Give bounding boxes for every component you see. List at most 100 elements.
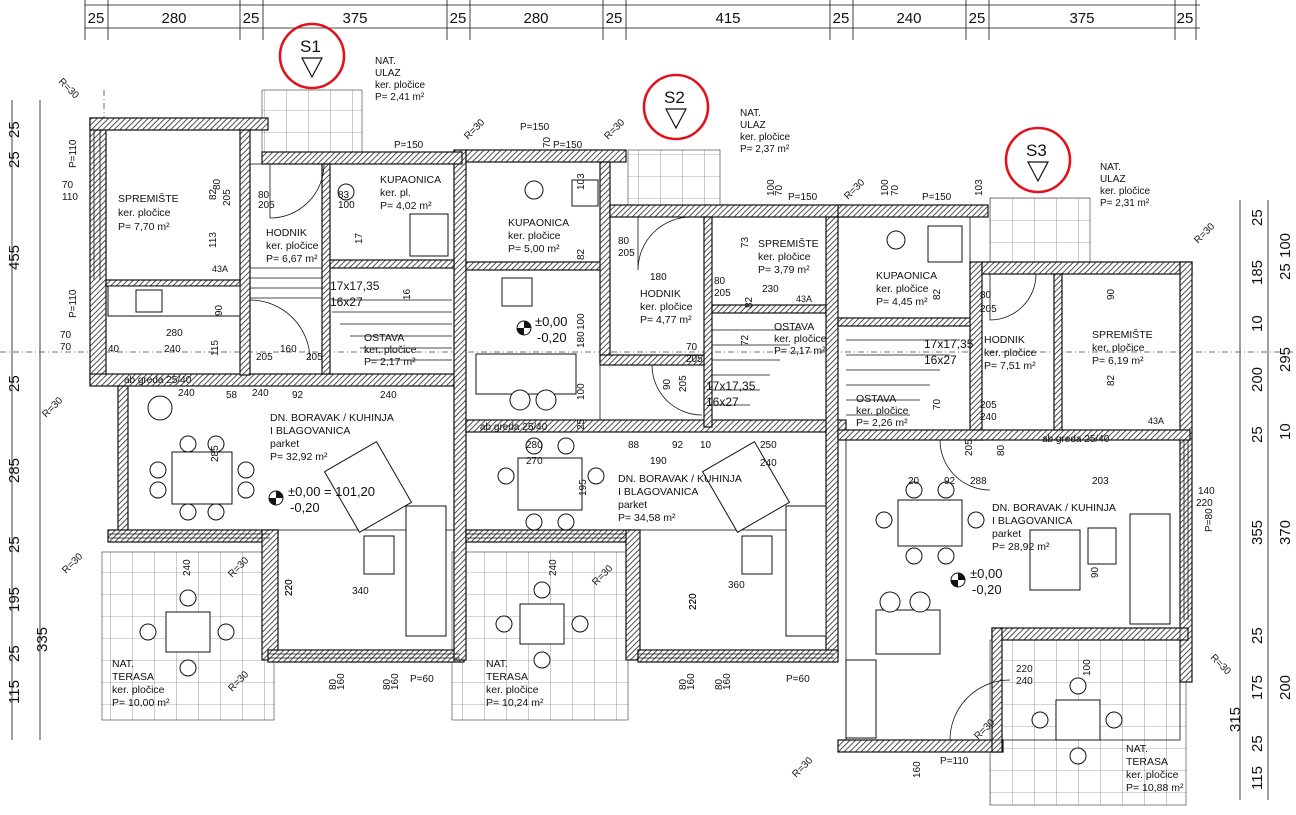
top-dim-label: 25 [450, 10, 467, 27]
stair-text: 17x17,35 [330, 279, 380, 293]
right-dim: 295 [1277, 347, 1294, 372]
note-text: P=150 [520, 122, 550, 133]
room-area: P= 7,51 m² [984, 360, 1036, 372]
inner-dim-label: 80 [328, 678, 339, 690]
inner-dim-label: 103 [576, 173, 587, 190]
stair-text: 16x27 [330, 295, 363, 309]
room-ostava-2: OSTAVA ker. pločice P= 2,17 m² [774, 321, 827, 357]
inner-dim-label: 203 [1092, 476, 1109, 487]
left-dim: 335 [34, 627, 51, 652]
inner-dim-label: 180 [650, 272, 667, 283]
entry-text: NAT. [1100, 162, 1121, 173]
room-ostava-1: OSTAVA ker. pločice P= 2,17 m² [364, 332, 417, 368]
room-ostava-3: OSTAVA ker. pločice P= 2,26 m² [856, 393, 909, 429]
inner-dim-label: 80 [212, 178, 223, 190]
inner-dim-label: 160 [336, 673, 347, 690]
inner-dim-label: 220 [1196, 498, 1213, 509]
room-name: DN. BORAVAK / KUHINJA [992, 502, 1116, 514]
room-material: ker. pločice [774, 333, 827, 345]
room-area: P= 32,92 m² [270, 451, 328, 463]
room-kupaonica-3: KUPAONICA ker. pločice P= 4,45 m² [876, 270, 937, 308]
inner-dim-label: 205 [686, 354, 703, 365]
inner-dim-label: 70 [932, 398, 943, 410]
left-dim: 455 [6, 245, 23, 270]
room-boravak-1: DN. BORAVAK / KUHINJA I BLAGOVANICA park… [270, 412, 394, 463]
stair-labels: 17x17,35 16x27 17x17,35 16x27 17x17,35 1… [330, 279, 974, 409]
left-dim: 115 [6, 680, 23, 704]
room-area: P= 2,17 m² [774, 345, 826, 357]
inner-dim-label: 90 [214, 304, 225, 316]
section-label: S3 [1026, 141, 1047, 160]
room-name: DN. BORAVAK / KUHINJA [270, 412, 394, 424]
inner-dim-label: 288 [970, 476, 987, 487]
right-dim: 185 [1249, 260, 1266, 285]
misc-notes: P=150 P=150 P=150 P=150 P=150 P=110 P=11… [68, 122, 1215, 767]
room-area: P= 10,88 m² [1126, 782, 1184, 794]
room-material: ker. pločice [984, 347, 1037, 359]
entry-label-3: NAT. ULAZ ker. pločice P= 2,31 m² [1100, 162, 1150, 209]
right-dim: 10 [1249, 315, 1266, 332]
beam-text: ab greda 25/40 [1042, 434, 1110, 445]
inner-dim-label: 100 [576, 383, 587, 400]
room-kupaonica-2: KUPAONICA ker. pločice P= 5,00 m² [508, 217, 569, 255]
room-area: P= 2,17 m² [364, 356, 416, 368]
inner-dim-label: 25 [576, 418, 587, 430]
note-text: P=110 [940, 756, 969, 767]
stair-text: 16x27 [706, 395, 739, 409]
note-text: 43A [796, 294, 812, 304]
section-label: S1 [300, 37, 321, 56]
inner-dim-label: 240 [182, 559, 193, 576]
inner-dim-label: 360 [728, 580, 745, 591]
inner-dim-label: 230 [762, 284, 779, 295]
inner-dim-label: 82 [932, 288, 943, 300]
room-area: P= 2,26 m² [856, 417, 908, 429]
left-dim: 25 [6, 536, 23, 553]
note-text: P=150 [922, 192, 952, 203]
inner-dim-label: 240 [164, 344, 181, 355]
inner-dim-label: 70 [60, 342, 72, 353]
right-dim: 200 [1277, 675, 1294, 700]
room-name: HODNIK [266, 227, 307, 239]
inner-dim-label: 90 [662, 378, 673, 390]
room-material: parket [618, 499, 647, 511]
inner-dim-label: 58 [226, 390, 238, 401]
inner-dim-label: 70 [60, 330, 72, 341]
room-material: ker. pločice [112, 684, 165, 696]
radius-text: R=30 [790, 755, 815, 780]
room-name: KUPAONICA [508, 217, 569, 229]
room-terasa-2: NAT. TERASA ker. pločice P= 10,24 m² [486, 658, 544, 709]
inner-dim-label: 240 [178, 388, 195, 399]
beam-text: ab greda 25/40 [480, 422, 548, 433]
room-terasa-1: NAT. TERASA ker. pločice P= 10,00 m² [112, 658, 170, 709]
room-name: DN. BORAVAK / KUHINJA [618, 473, 742, 485]
room-area: P= 3,79 m² [758, 264, 810, 276]
doors [249, 163, 1037, 741]
section-label: S2 [664, 88, 685, 107]
inner-dim-label: 160 [912, 761, 923, 778]
level-marker-3: ±0,00 -0,20 [950, 566, 1002, 597]
inner-dim-label: 83 [338, 190, 350, 201]
room-material: ker. pločice [856, 405, 909, 417]
right-dim: 200 [1249, 367, 1266, 392]
room-area: P= 34,58 m² [618, 512, 676, 524]
room-name: OSTAVA [856, 393, 896, 405]
top-dim-label: 25 [833, 10, 850, 27]
room-name: KUPAONICA [380, 174, 441, 186]
inner-dim-label: 340 [352, 586, 369, 597]
left-dim: 285 [6, 458, 23, 483]
entry-label-2: NAT. ULAZ ker. pločice P= 2,37 m² [740, 108, 790, 155]
inner-dim-label: 80 [714, 276, 726, 287]
level-text: -0,20 [290, 500, 320, 515]
right-dim: 355 [1249, 520, 1266, 545]
room-area: P= 4,02 m² [380, 200, 432, 212]
inner-dim-label: 80 [980, 290, 992, 301]
top-dim-label: 25 [88, 10, 105, 27]
inner-dim-label: 205 [980, 304, 997, 315]
room-material: ker. pločice [758, 251, 811, 263]
room-material: ker. pločice [266, 240, 319, 252]
radius-text: R=30 [842, 177, 867, 202]
inner-dim-label: 195 [578, 479, 589, 496]
note-text: P=60 [786, 674, 810, 685]
room-area: P= 4,77 m² [640, 314, 692, 326]
radius-text: R=30 [60, 551, 85, 576]
